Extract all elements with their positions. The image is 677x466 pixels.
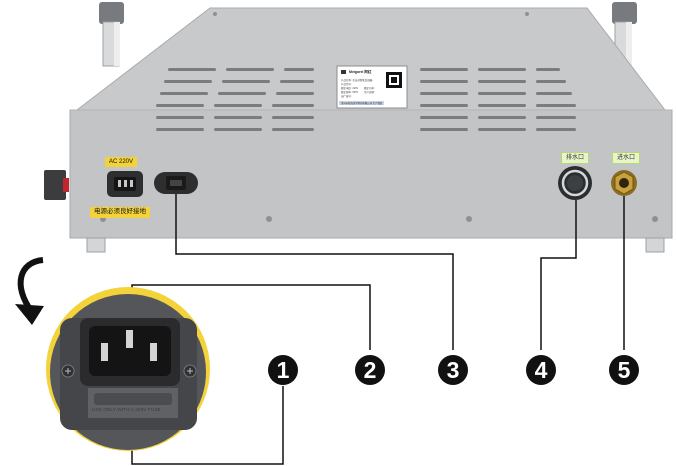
- callout-5: 5: [609, 355, 639, 385]
- left-handle: [99, 2, 124, 67]
- inlet-label: 进水口: [612, 152, 641, 164]
- nameplate-line: 产品名称: 全自动智能加湿器: [341, 79, 373, 82]
- nameplate-line: 生产日期:: [364, 91, 375, 94]
- nameplate-line: 额定频率: 50Hz: [341, 91, 359, 94]
- nameplate-line: 出厂编号:: [341, 95, 352, 98]
- callout-4: 4: [526, 355, 556, 385]
- right-vent: [420, 68, 576, 131]
- screws: [100, 12, 658, 222]
- drain-port: [558, 166, 592, 200]
- callout-3: 3: [438, 355, 468, 385]
- ac-voltage-label: AC 220V: [105, 157, 138, 167]
- zoom-inset: [46, 287, 210, 451]
- callout-1: 1: [268, 355, 298, 385]
- nameplate-line: 额定功率:: [364, 87, 375, 90]
- nameplate-line: 额定电压: 220V: [341, 87, 359, 90]
- ac-inlet-socket: [107, 171, 143, 197]
- power-warning-label: 电源必须良好接地: [90, 207, 150, 218]
- drain-label: 排水口: [561, 152, 590, 164]
- left-vent: [156, 68, 314, 131]
- curved-arrow: [17, 257, 44, 314]
- inlet-port: [611, 170, 637, 196]
- callout-2: 2: [355, 355, 385, 385]
- nameplate-brand: Mvigorel 阿红: [349, 70, 372, 74]
- side-switch[interactable]: [44, 170, 66, 200]
- nameplate-line: 产品型号:: [341, 83, 352, 86]
- fuse-text: USE ONLY WITH A 250V FUSE: [92, 407, 161, 412]
- output-socket: [154, 172, 198, 194]
- nameplate-footer: 常州市阳光化学药剂有限公司 生产制造: [339, 101, 385, 105]
